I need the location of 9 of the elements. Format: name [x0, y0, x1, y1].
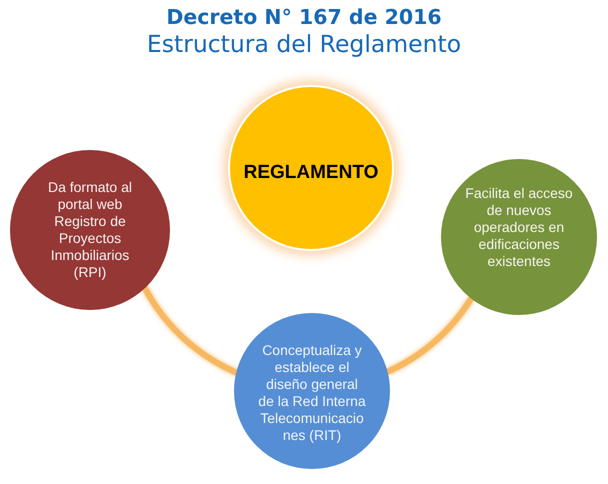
subtitle: Estructura del Reglamento [146, 29, 462, 59]
title: Decreto N° 167 de 2016 [165, 4, 443, 31]
ring-arc [385, 296, 474, 374]
topic-text: Da formato al portal web Registro de Proyectos Inmobiliarios (RPI) [46, 179, 134, 281]
topic-text: REGLAMENTO [242, 164, 380, 180]
topic-text: Facilita el acceso de nuevos operadores en edificaciones existentes [464, 184, 574, 270]
topic-text: Conceptualiza y establece el diseño general de la Red Interna Telecomunicaciones (RIT) [257, 342, 367, 444]
ring-arc [142, 286, 240, 376]
topic-circle [228, 85, 394, 251]
